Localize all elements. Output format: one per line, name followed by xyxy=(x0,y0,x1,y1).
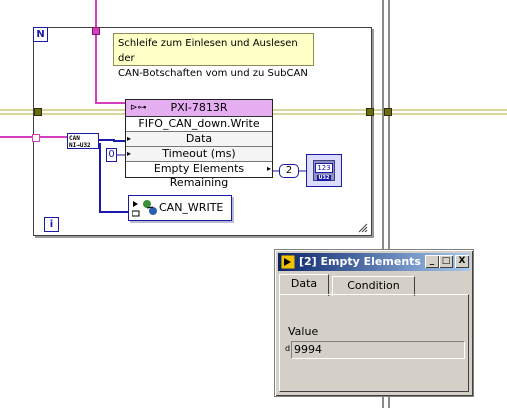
subvi-label: CAN_WRITE xyxy=(159,201,224,214)
fpga-input-timeout-label: Timeout (ms) xyxy=(162,147,236,160)
wire-probe-badge[interactable]: 2 xyxy=(279,164,299,178)
comment-line-1: Schleife zum Einlesen und Auslesen der xyxy=(118,38,298,64)
indicator-type-label: U32 xyxy=(317,175,331,181)
numeric-indicator[interactable]: 123 U32 xyxy=(306,154,342,187)
close-button[interactable]: X xyxy=(455,255,469,268)
tunnel-pink-top[interactable] xyxy=(92,27,100,35)
minimize-button[interactable]: _ xyxy=(425,255,439,268)
loop-iteration-terminal[interactable]: i xyxy=(44,217,59,232)
network-icon xyxy=(143,200,157,215)
numeric-indicator-body: 123 U32 xyxy=(313,160,335,181)
fpga-input-data[interactable]: ▸ Data xyxy=(126,132,272,147)
fpga-input-timeout[interactable]: ▸ Timeout (ms) xyxy=(126,147,272,162)
fpga-output-empty[interactable]: Empty Elements Remaining ▸ xyxy=(126,162,272,189)
value-display: 9994 xyxy=(291,341,465,359)
probe-title-bar[interactable]: [2] Empty Elements ... _ □ X xyxy=(278,253,470,271)
timeout-constant[interactable]: 0 xyxy=(106,148,117,162)
tab-data[interactable]: Data xyxy=(279,274,329,296)
probe-title: [2] Empty Elements ... xyxy=(299,255,438,268)
value-format-indicator: d xyxy=(285,344,291,353)
input-arrow-icon: ▸ xyxy=(127,134,132,143)
tab-panel-data xyxy=(279,294,469,392)
diagram-comment[interactable]: Schleife zum Einlesen und Auslesen der C… xyxy=(113,33,314,79)
indicator-number-icon: 123 xyxy=(315,163,333,173)
wire-blue-data xyxy=(99,139,126,142)
wire-blue-subvi xyxy=(99,143,128,213)
can-const-line-1: CAN xyxy=(69,135,80,142)
tunnel-right[interactable] xyxy=(366,108,374,116)
fpga-method-label: FIFO_CAN_down.Write xyxy=(126,117,272,132)
probe-app-icon xyxy=(281,255,295,269)
fpga-node-header: ⊳⊶ PXI-7813R xyxy=(126,100,272,117)
comment-line-2: CAN-Botschaften vom und zu SubCAN xyxy=(118,68,308,79)
loop-structure[interactable] xyxy=(33,27,372,236)
can-const-line-2: NI→U32 xyxy=(69,142,91,149)
tunnel-left[interactable] xyxy=(34,108,42,116)
output-arrow-icon: ▸ xyxy=(266,164,271,173)
fpga-output-label: Empty Elements Remaining xyxy=(153,162,245,189)
subvi-terminal-icon xyxy=(132,201,140,217)
fpga-input-data-label: Data xyxy=(185,132,213,145)
tunnel-far-right[interactable] xyxy=(384,108,392,116)
tunnel-pink-left[interactable] xyxy=(32,134,40,142)
reference-arrow-icon: ⊳⊶ xyxy=(130,103,147,113)
fpga-target-label: PXI-7813R xyxy=(170,101,228,114)
tab-condition[interactable]: Condition xyxy=(332,276,415,296)
value-label: Value xyxy=(288,325,319,338)
loop-resize-handle[interactable] xyxy=(358,223,368,233)
loop-count-terminal[interactable]: N xyxy=(33,27,48,42)
input-arrow-icon: ▸ xyxy=(127,149,132,158)
fpga-invoke-node[interactable]: ⊳⊶ PXI-7813R FIFO_CAN_down.Write ▸ Data … xyxy=(125,99,273,189)
can-write-subvi[interactable]: CAN_WRITE xyxy=(128,195,232,221)
maximize-button[interactable]: □ xyxy=(439,255,453,268)
can-type-constant[interactable]: CAN NI→U32 xyxy=(67,133,99,149)
probe-window[interactable]: [2] Empty Elements ... _ □ X Data Condit… xyxy=(274,249,474,397)
